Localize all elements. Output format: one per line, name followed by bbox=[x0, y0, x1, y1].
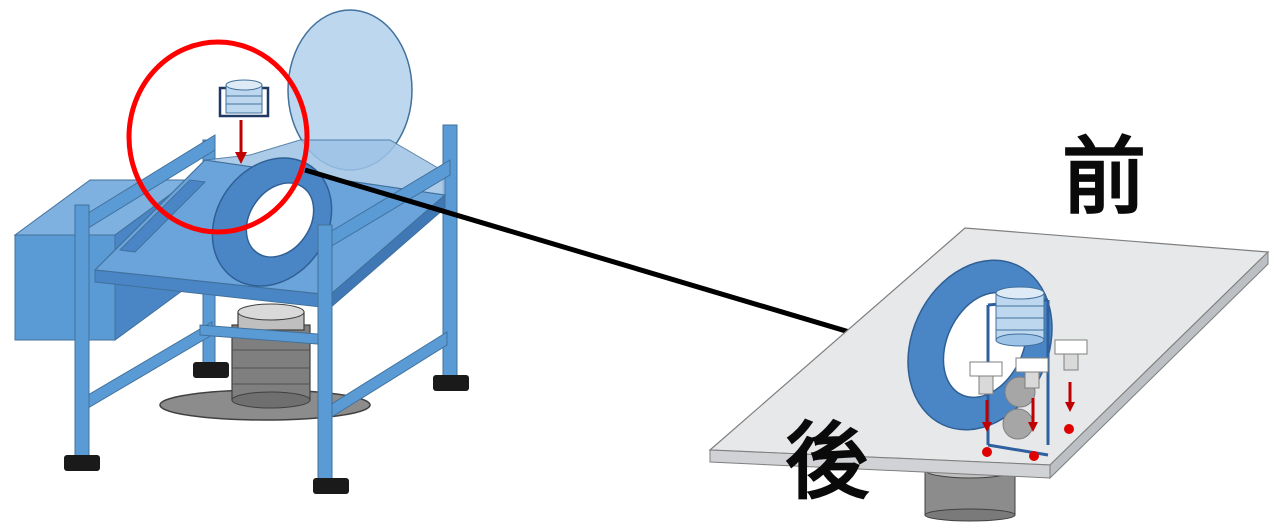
top-objective bbox=[218, 79, 270, 118]
label-back: 後 bbox=[785, 413, 870, 511]
detail-right bbox=[708, 227, 1270, 522]
pin-right bbox=[1054, 339, 1088, 371]
detail-board-side bbox=[1049, 250, 1269, 480]
feet bbox=[64, 362, 469, 494]
objective-lens bbox=[231, 303, 311, 409]
post-front-left bbox=[74, 204, 90, 461]
contact-points bbox=[982, 424, 1074, 461]
ring-holder bbox=[211, 157, 333, 287]
apparatus-left bbox=[13, 9, 469, 494]
post-front-right bbox=[317, 224, 333, 481]
sphere-lower bbox=[1002, 408, 1034, 440]
pin-middle bbox=[1015, 357, 1049, 389]
lower-rail-right bbox=[329, 331, 448, 419]
pin-left bbox=[969, 361, 1003, 395]
down-arrow-left bbox=[235, 120, 247, 164]
label-front: 前 bbox=[1062, 128, 1147, 226]
stage-channel bbox=[118, 179, 207, 253]
frame-top-plate bbox=[204, 139, 446, 196]
down-arrows-right bbox=[982, 382, 1075, 432]
detail-objective bbox=[995, 286, 1045, 347]
highlight-circle bbox=[126, 39, 310, 235]
